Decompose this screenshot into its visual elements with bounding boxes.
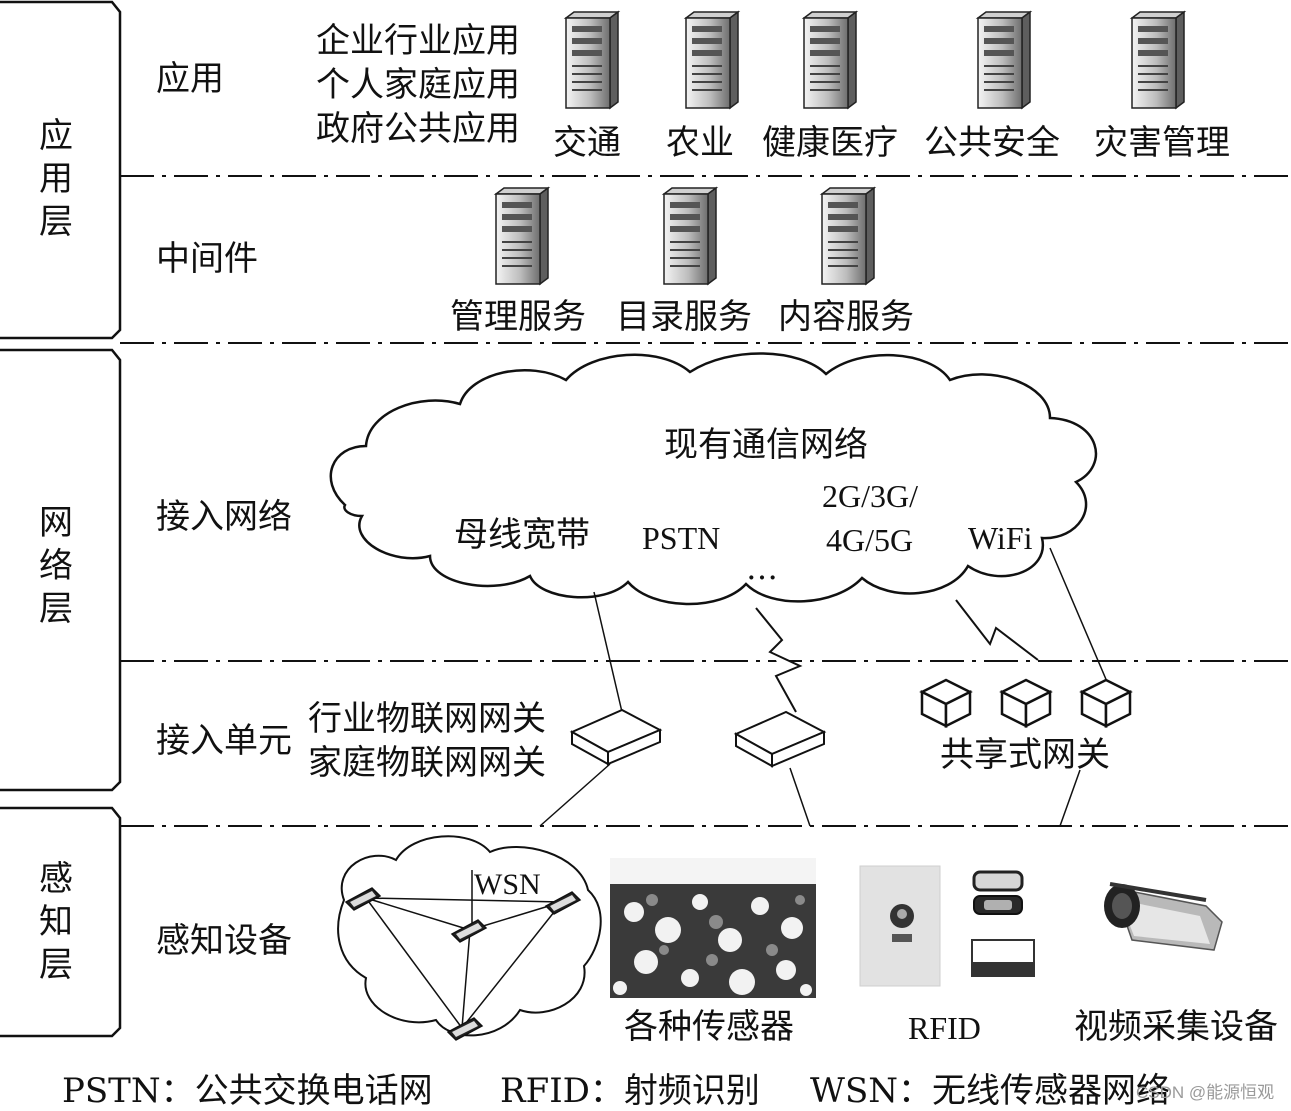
wsn-link — [461, 929, 471, 1029]
video-device-label: 视频采集设备 — [1074, 1007, 1278, 1047]
row-label-access-network: 接入网络 — [156, 497, 292, 537]
video-camera-icon — [1104, 882, 1223, 951]
layer-char: 层 — [39, 202, 73, 242]
service-management: 管理服务 — [450, 297, 586, 337]
layer-char: 络 — [39, 546, 73, 586]
network-ellipsis: … — [746, 549, 778, 587]
domain-public-safety: 公共安全 — [924, 123, 1060, 163]
server-icon — [495, 187, 549, 285]
perception-layer-box — [0, 806, 122, 1038]
network-mobile-line1: 2G/3G/ — [822, 478, 918, 514]
service-directory: 目录服务 — [616, 297, 752, 337]
rfid-label: RFID — [908, 1010, 981, 1046]
row-label-application: 应用 — [156, 59, 224, 99]
wsn-label: WSN — [474, 868, 541, 901]
layer-char: 用 — [39, 159, 73, 199]
application-category: 企业行业应用 — [316, 21, 520, 61]
service-content: 内容服务 — [778, 297, 914, 337]
link-line — [1049, 547, 1109, 685]
network-pstn: PSTN — [642, 520, 721, 556]
cloud-title: 现有通信网络 — [664, 425, 868, 465]
legend-pstn: PSTN：公共交换电话网 — [62, 1071, 433, 1111]
layer-char: 网 — [39, 503, 73, 543]
row-label-sensing: 感知设备 — [156, 921, 292, 961]
rfid-tag-image — [972, 870, 1024, 915]
application-category: 个人家庭应用 — [316, 65, 520, 105]
domain-agriculture: 农业 — [666, 123, 734, 163]
link-line — [539, 763, 611, 827]
rfid-card-image — [859, 865, 941, 987]
home-gateway-label: 家庭物联网网关 — [308, 743, 546, 783]
server-icon — [803, 11, 857, 109]
layer-char: 层 — [39, 589, 73, 629]
row-label-middleware: 中间件 — [156, 239, 258, 279]
wsn-link — [365, 897, 463, 1029]
link-line — [1059, 769, 1081, 827]
home-gateway-icon — [735, 711, 825, 767]
network-layer-box — [0, 348, 122, 792]
layer-char: 知 — [39, 902, 73, 942]
server-icon — [821, 187, 875, 285]
wireless-signal-icon — [955, 599, 1039, 661]
domain-disaster-management: 灾害管理 — [1094, 123, 1230, 163]
network-cloud — [329, 352, 1098, 606]
server-icon — [685, 11, 739, 109]
network-bus-broadband: 母线宽带 — [454, 515, 590, 555]
network-layer-label: 网 络 层 — [36, 502, 76, 631]
server-icon — [565, 11, 619, 109]
domain-healthcare: 健康医疗 — [762, 123, 898, 163]
shared-gateway-icon — [1000, 678, 1052, 728]
industry-gateway-label: 行业物联网网关 — [308, 699, 546, 739]
wireless-signal-icon — [755, 607, 803, 713]
perception-layer-label: 感 知 层 — [36, 858, 76, 987]
link-line — [593, 591, 623, 713]
layer-char: 应 — [39, 116, 73, 156]
wsn-link — [461, 901, 563, 1029]
row-label-access-unit: 接入单元 — [156, 721, 292, 761]
wsn-link — [365, 897, 471, 931]
server-icon — [663, 187, 717, 285]
legend-rfid: RFID：射频识别 — [500, 1071, 760, 1111]
domain-transport: 交通 — [553, 123, 621, 163]
shared-gateway-icon — [920, 678, 972, 728]
layer-char: 层 — [39, 945, 73, 985]
server-icon — [977, 11, 1031, 109]
application-layer-label: 应 用 层 — [36, 115, 76, 244]
wsn-link — [365, 897, 563, 903]
network-wifi: WiFi — [968, 520, 1033, 556]
sensors-label: 各种传感器 — [624, 1007, 794, 1047]
application-category: 政府公共应用 — [316, 109, 520, 149]
legend-wsn: WSN：无线传感器网络 — [810, 1071, 1170, 1111]
watermark: CSDN @能源恒观 — [1136, 1083, 1275, 1102]
industry-gateway-icon — [571, 709, 661, 765]
application-layer-box — [0, 0, 122, 340]
rfid-label-image — [971, 939, 1035, 977]
link-line — [789, 767, 811, 827]
layer-char: 感 — [39, 859, 73, 899]
shared-gateway-icon — [1080, 678, 1132, 728]
shared-gateway-label: 共享式网关 — [940, 735, 1110, 775]
sensors-image — [610, 858, 816, 998]
server-icon — [1131, 11, 1185, 109]
network-mobile-line2: 4G/5G — [826, 522, 914, 558]
